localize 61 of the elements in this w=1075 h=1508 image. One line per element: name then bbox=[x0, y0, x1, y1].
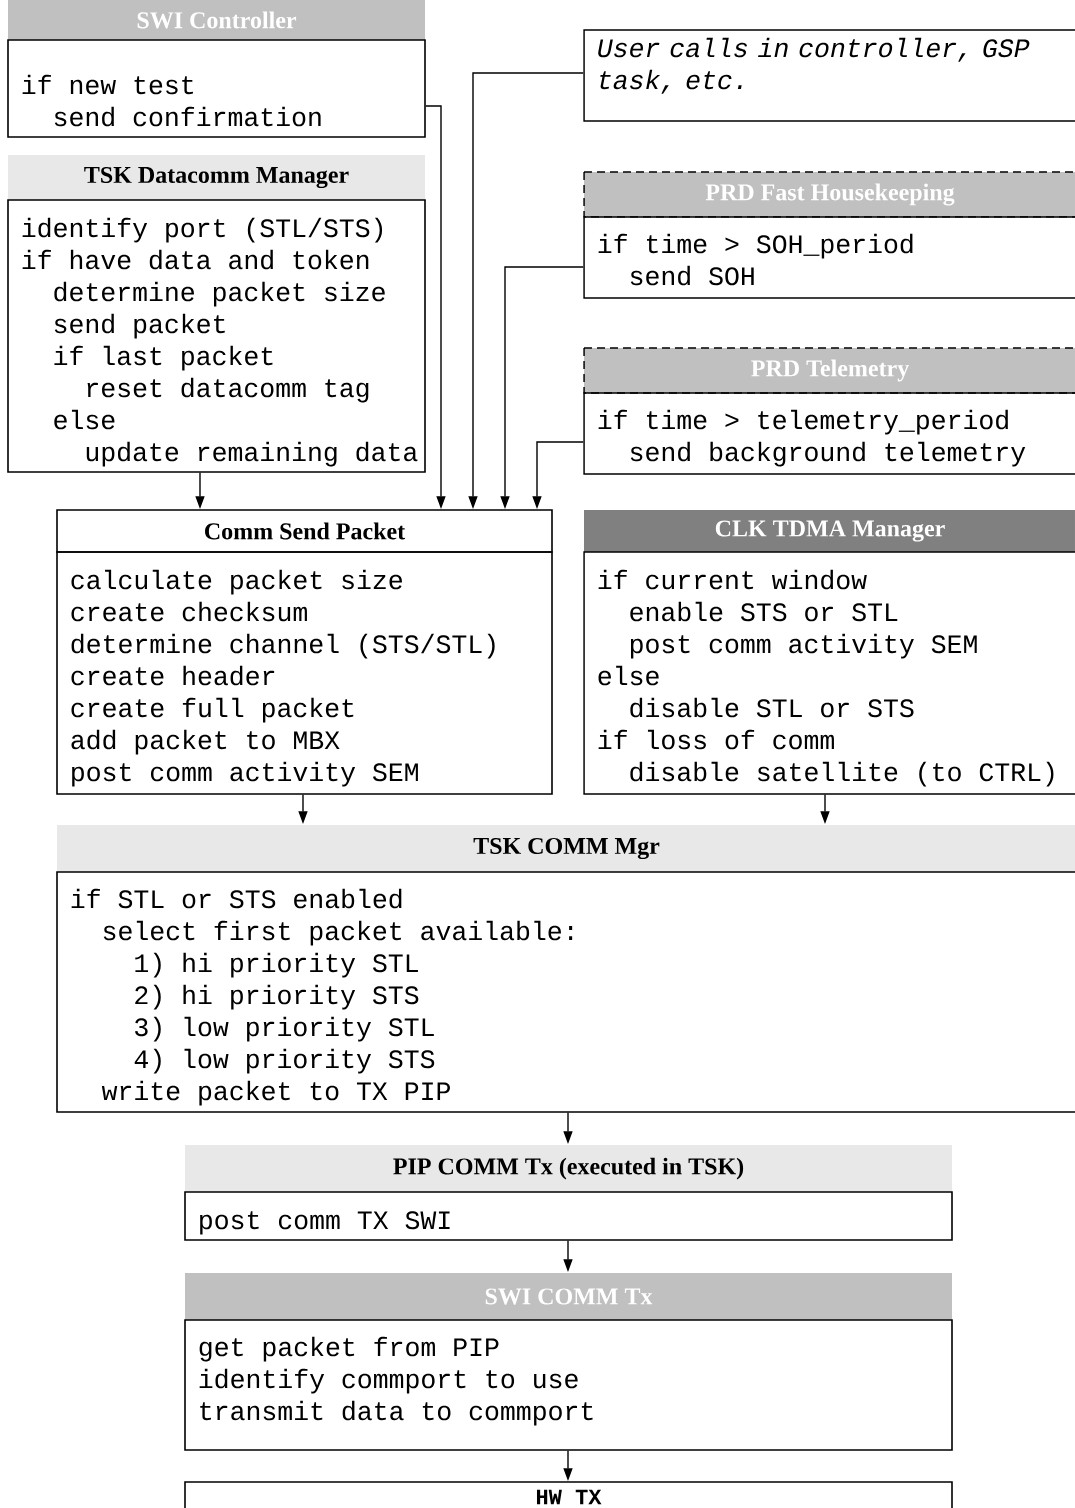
code-line: disable satellite (to CTRL) bbox=[630, 761, 1054, 787]
box-heading: Comm Send Packet bbox=[205, 522, 406, 540]
code-line: calculate packet size bbox=[71, 569, 402, 595]
code-line: send SOH bbox=[630, 265, 754, 286]
code-line: 1) hi priority STL bbox=[135, 952, 418, 978]
code-line: identify commport to use bbox=[199, 1368, 578, 1394]
process-box bbox=[56, 509, 553, 795]
code-line: else bbox=[54, 409, 115, 430]
code-line: if last packet bbox=[54, 345, 273, 371]
process-box bbox=[184, 1145, 953, 1241]
note-text: User calls in controller, GSP task, etc. bbox=[598, 37, 1030, 94]
code-line: select first packet available: bbox=[103, 920, 573, 946]
process-box bbox=[583, 510, 1075, 795]
code-line: if current window bbox=[598, 569, 867, 590]
code-line: identify port (STL/STS) bbox=[22, 217, 383, 243]
box-heading: TSK COMM Mgr bbox=[473, 837, 660, 860]
code-line: transmit data to commport bbox=[200, 1400, 593, 1426]
code-line: 3) low priority STL bbox=[135, 1016, 434, 1042]
box-heading: SWI Controller bbox=[137, 11, 297, 29]
code-line: send confirmation bbox=[54, 106, 321, 127]
code-line: enable STS or STL bbox=[630, 601, 898, 622]
code-line: determine packet size bbox=[54, 281, 385, 307]
code-line: get packet from PIP bbox=[199, 1336, 499, 1362]
box-heading: PRD Fast Housekeeping bbox=[705, 183, 955, 206]
code-line: else bbox=[598, 665, 659, 686]
code-line: if new test bbox=[22, 74, 193, 95]
code-line: create header bbox=[71, 665, 275, 686]
code-line: 4) low priority STS bbox=[134, 1048, 435, 1074]
process-box bbox=[7, 155, 426, 473]
code-line: if time > telemetry_period bbox=[598, 409, 1008, 435]
process-box bbox=[583, 29, 1075, 122]
box-heading: CLK TDMA Manager bbox=[715, 520, 945, 542]
process-box bbox=[184, 1273, 953, 1451]
process-box bbox=[583, 347, 1075, 475]
code-line: send background telemetry bbox=[630, 441, 1026, 467]
code-line: create full packet bbox=[71, 697, 354, 723]
code-line: 2) hi priority STS bbox=[135, 984, 419, 1010]
code-line: post comm TX SWI bbox=[200, 1211, 450, 1235]
code-line: post comm activity SEM bbox=[630, 633, 977, 659]
process-box bbox=[56, 825, 1075, 1113]
code-line: add packet to MBX bbox=[71, 729, 340, 755]
box-heading: TSK Datacomm Manager bbox=[84, 166, 349, 189]
code-line: reset datacomm tag bbox=[87, 377, 369, 403]
code-line: determine channel (STS/STL) bbox=[71, 633, 495, 659]
process-box bbox=[184, 1481, 953, 1508]
code-line: write packet to TX PIP bbox=[101, 1080, 450, 1106]
code-line: if time > SOH_period bbox=[598, 233, 913, 259]
code-line: post comm activity SEM bbox=[72, 761, 418, 787]
code-line: if have data and token bbox=[22, 249, 369, 270]
process-box bbox=[7, 0, 426, 138]
code-line: if STL or STS enabled bbox=[71, 888, 402, 909]
code-line: create checksum bbox=[71, 601, 307, 622]
box-heading: HW TX bbox=[537, 1489, 602, 1505]
box-heading: PRD Telemetry bbox=[751, 359, 909, 382]
box-heading: SWI COMM Tx bbox=[485, 1288, 653, 1305]
code-line: send packet bbox=[54, 313, 225, 339]
box-heading: PIP COMM Tx (executed in TSK) bbox=[393, 1157, 744, 1180]
code-line: disable STL or STS bbox=[630, 697, 914, 718]
code-line: if loss of comm bbox=[598, 729, 834, 750]
process-box bbox=[583, 171, 1075, 299]
code-line: update remaining data bbox=[86, 441, 418, 467]
